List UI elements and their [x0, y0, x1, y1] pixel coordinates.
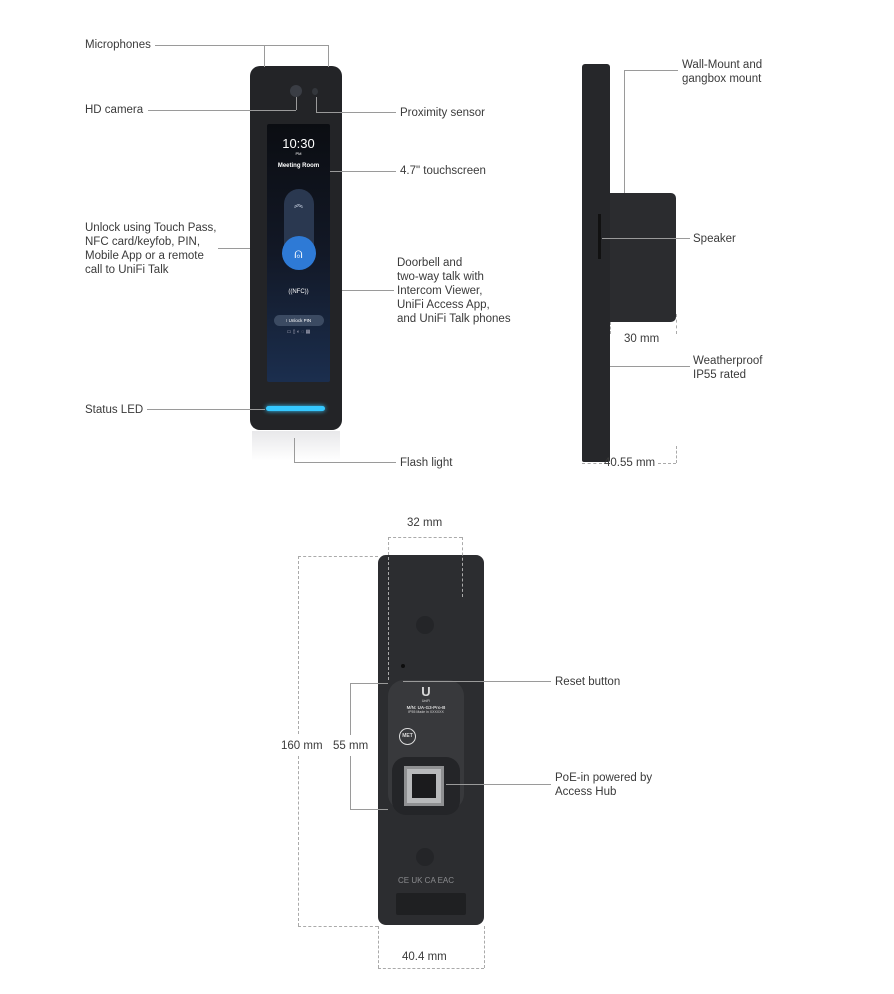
cable-slot: [396, 893, 466, 915]
screen-time: 10:30: [282, 136, 315, 151]
mount-hole: [416, 848, 434, 866]
unlock-slider[interactable]: ︽ ⍝: [281, 189, 316, 270]
unlock-pin-label: Unlock PIN: [288, 318, 312, 323]
label-reset-button: Reset button: [555, 676, 621, 688]
label-weatherproof: Weatherproof IP55 rated: [693, 355, 763, 381]
label-unlock-methods: Unlock using Touch Pass, NFC card/keyfob…: [85, 222, 217, 276]
ubiquiti-logo: U: [421, 684, 431, 699]
ethernet-port[interactable]: [404, 766, 444, 806]
label-flash-light: Flash light: [400, 457, 453, 469]
unlock-pin-button[interactable]: ⁝ Unlock PIN: [273, 315, 324, 326]
label-microphones: Microphones: [85, 39, 151, 51]
met-logo: MET: [399, 728, 416, 745]
label-proximity-sensor: Proximity sensor: [400, 107, 485, 119]
status-icons: ▭ ▯ ◐ ◌ ▦: [286, 329, 311, 335]
mount-hole: [416, 616, 434, 634]
camera: [290, 85, 302, 97]
label-depth-30mm: 30 mm: [624, 333, 660, 345]
plate-info: IP55 Made in XXXXXX: [408, 710, 444, 714]
label-160mm: 160 mm: [281, 740, 323, 752]
proximity-sensor: [312, 88, 318, 95]
screen-room: Meeting Room: [277, 163, 320, 169]
label-55mm: 55 mm: [333, 740, 369, 752]
label-status-led: Status LED: [85, 404, 144, 416]
status-led: [266, 406, 325, 411]
label-touchscreen: 4.7" touchscreen: [400, 165, 486, 177]
plate-brand: UniFi: [421, 699, 431, 703]
label-40-4mm: 40.4 mm: [402, 951, 447, 963]
touchscreen: 10:30 PM Meeting Room ︽ ⍝ ((NFC)) ⁝ Unlo…: [267, 124, 330, 382]
device-reflection: [252, 431, 340, 461]
side-plate: [582, 64, 610, 462]
plate-model: M/N: UA-G3-Pro-B: [406, 705, 446, 710]
reset-button[interactable]: [401, 664, 405, 668]
label-wall-mount: Wall-Mount and gangbox mount: [682, 59, 763, 85]
side-mount-box: [610, 193, 676, 322]
label-speaker: Speaker: [693, 233, 736, 245]
doorbell-button[interactable]: ⍝: [281, 236, 316, 270]
label-hd-camera: HD camera: [85, 104, 144, 116]
label-32mm: 32 mm: [407, 517, 443, 529]
label-doorbell: Doorbell and two-way talk with Intercom …: [397, 257, 511, 325]
label-poe: PoE-in powered by Access Hub: [555, 772, 653, 798]
nfc-icon: ((NFC)): [288, 289, 309, 295]
label-side-width: 40.55 mm: [604, 457, 656, 469]
screen-ampm: PM: [295, 151, 302, 156]
speaker-slot: [598, 214, 601, 259]
compliance-marks: CE UK CA EAC: [398, 876, 455, 885]
chevron-up-icon: ︽: [293, 199, 303, 209]
